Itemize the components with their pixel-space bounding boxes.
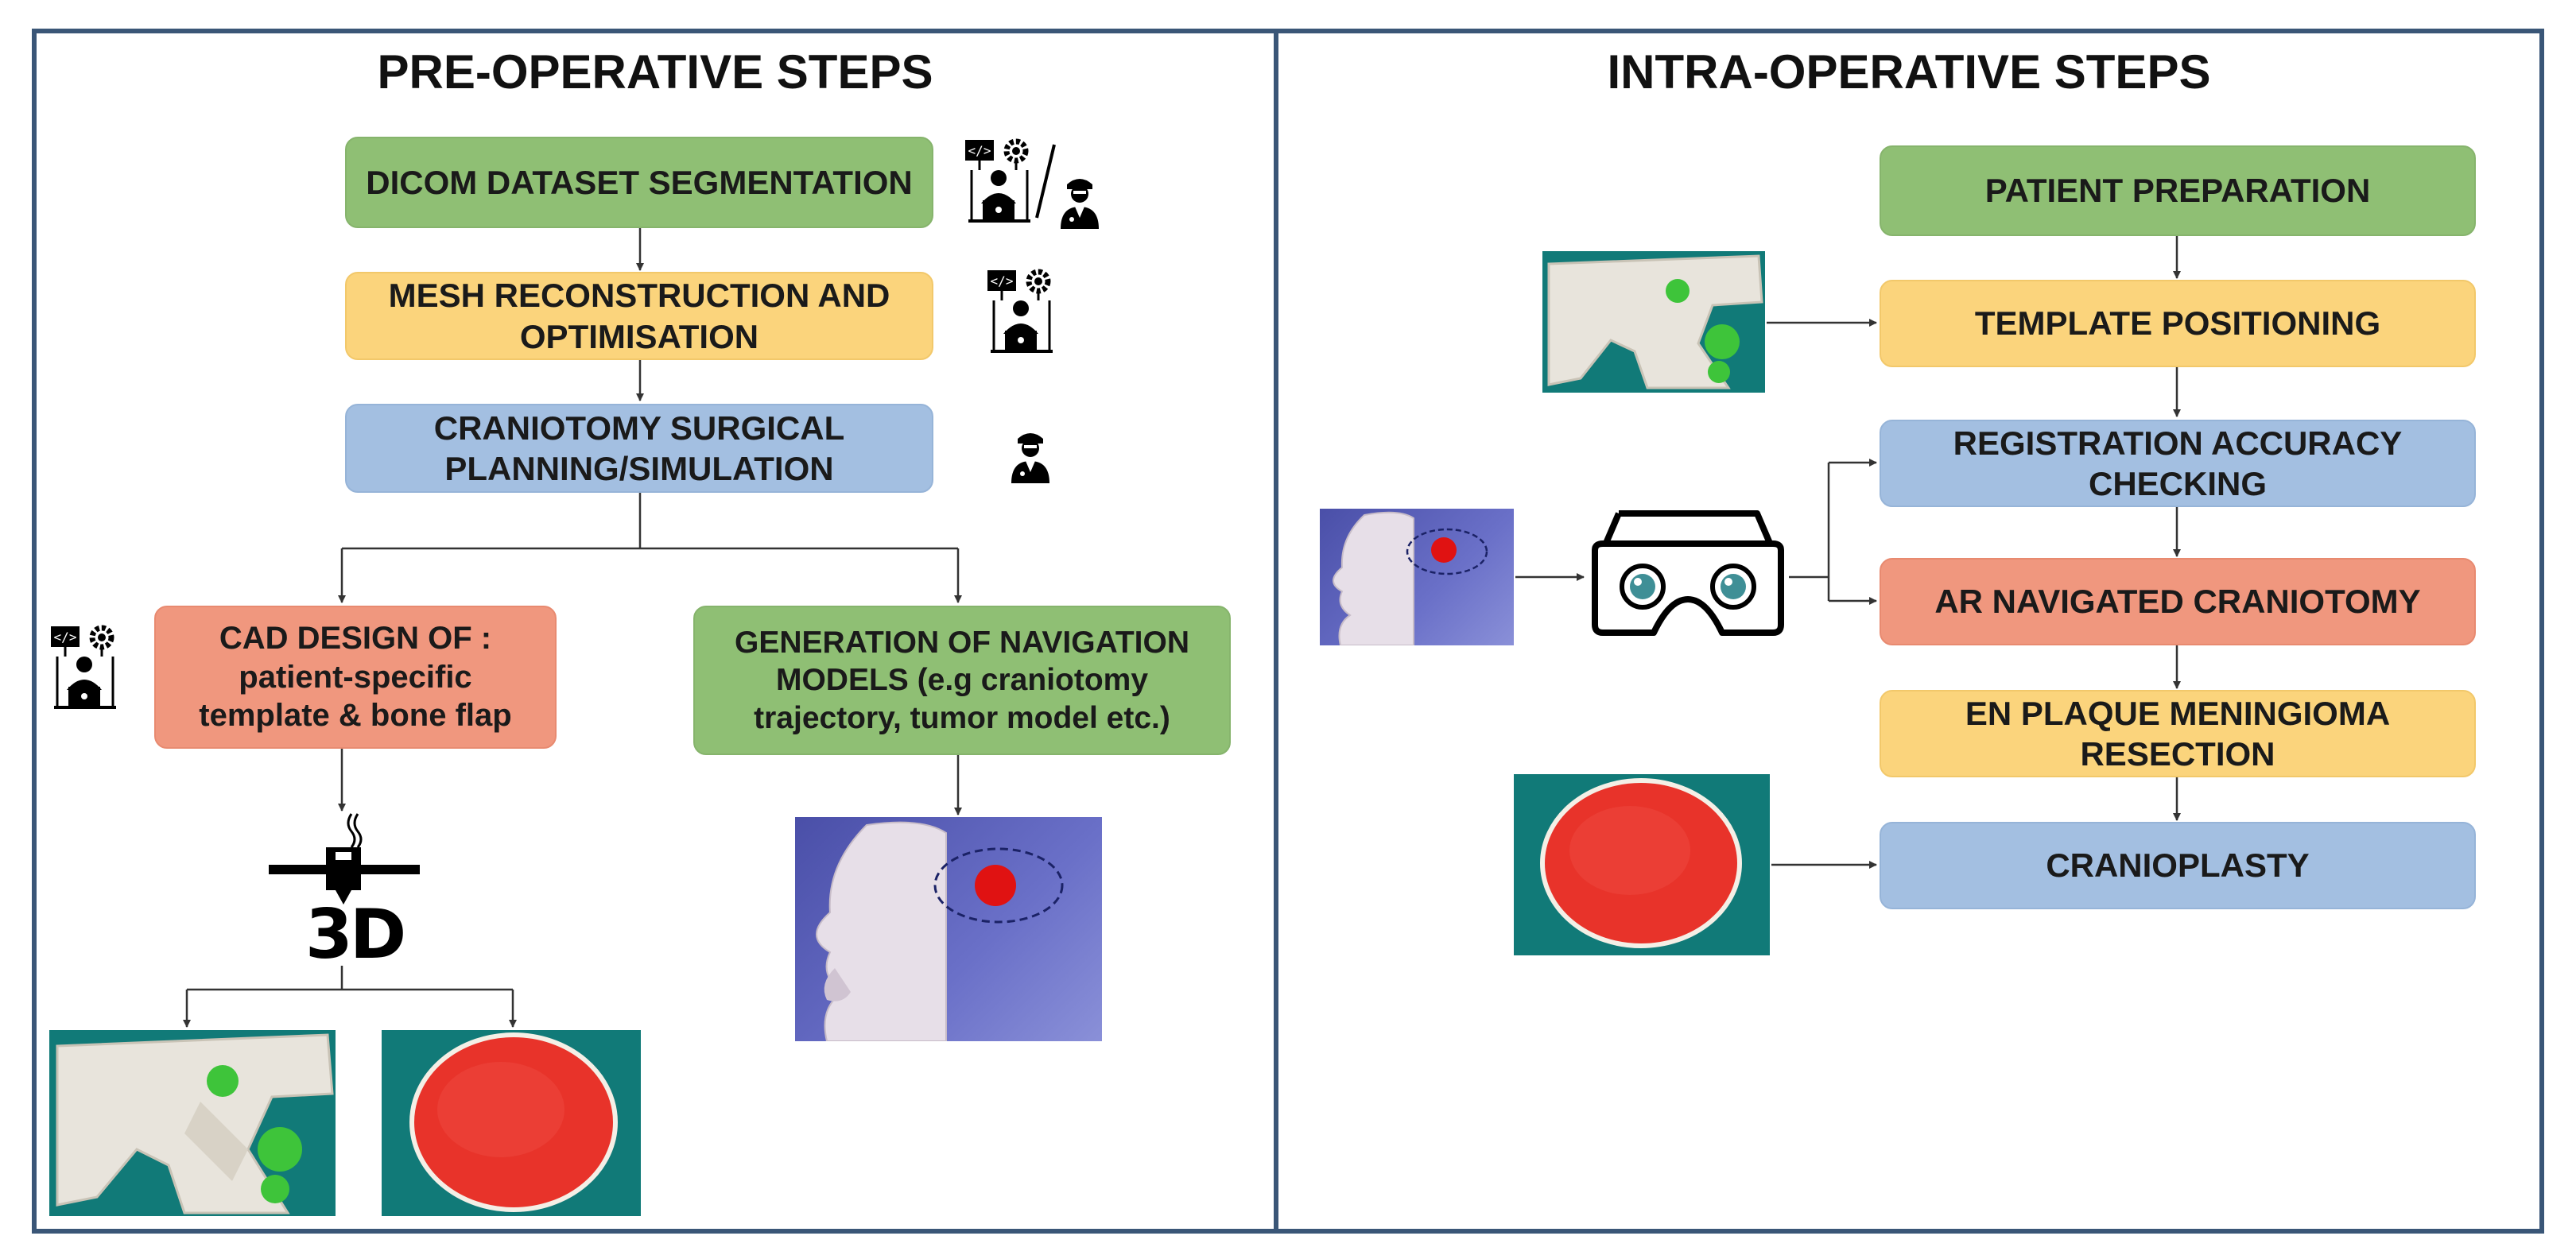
bone-flap-image xyxy=(382,1030,641,1216)
pre-operative-title: PRE-OPERATIVE STEPS xyxy=(377,45,933,99)
navigation-model-image xyxy=(795,817,1102,1041)
step-cad-design: CAD DESIGN OF : patient-specific templat… xyxy=(154,606,557,749)
engineer-computer-icon: </> xyxy=(964,137,1035,224)
printed-template-image xyxy=(49,1030,336,1216)
step-mesh-reconstruction: MESH RECONSTRUCTION AND OPTIMISATION xyxy=(345,272,933,360)
svg-text:</>: </> xyxy=(968,143,991,158)
3d-label: 3D xyxy=(305,895,406,974)
step-registration-checking: REGISTRATION ACCURACY CHECKING xyxy=(1880,420,2476,507)
intra-operative-title: INTRA-OPERATIVE STEPS xyxy=(1607,45,2211,99)
engineer-computer-icon-mesh: </> xyxy=(986,267,1057,354)
step-navigation-models: GENERATION OF NAVIGATION MODELS (e.g cra… xyxy=(693,606,1231,755)
step-dicom-segmentation: DICOM DATASET SEGMENTATION xyxy=(345,137,933,228)
patient-model-image xyxy=(1320,509,1514,645)
engineer-computer-icon-cad: </> xyxy=(49,623,121,711)
slash-separator-icon xyxy=(1034,141,1057,221)
cranioplasty-flap-image xyxy=(1514,774,1770,955)
surgeon-icon-planning xyxy=(1008,428,1053,483)
step-craniotomy-planning: CRANIOTOMY SURGICAL PLANNING/SIMULATION xyxy=(345,404,933,493)
surgeon-icon xyxy=(1057,173,1102,229)
3d-printer-icon xyxy=(269,812,420,908)
step-meningioma-resection: EN PLAQUE MENINGIOMA RESECTION xyxy=(1880,690,2476,777)
step-cranioplasty: CRANIOPLASTY xyxy=(1880,822,2476,909)
svg-text:</>: </> xyxy=(991,273,1014,289)
step-ar-navigated-craniotomy: AR NAVIGATED CRANIOTOMY xyxy=(1880,558,2476,645)
step-template-positioning: TEMPLATE POSITIONING xyxy=(1880,280,2476,367)
svg-text:</>: </> xyxy=(54,630,77,645)
template-positioning-image xyxy=(1542,251,1765,393)
step-patient-preparation: PATIENT PREPARATION xyxy=(1880,145,2476,236)
ar-headset-icon xyxy=(1587,506,1789,641)
